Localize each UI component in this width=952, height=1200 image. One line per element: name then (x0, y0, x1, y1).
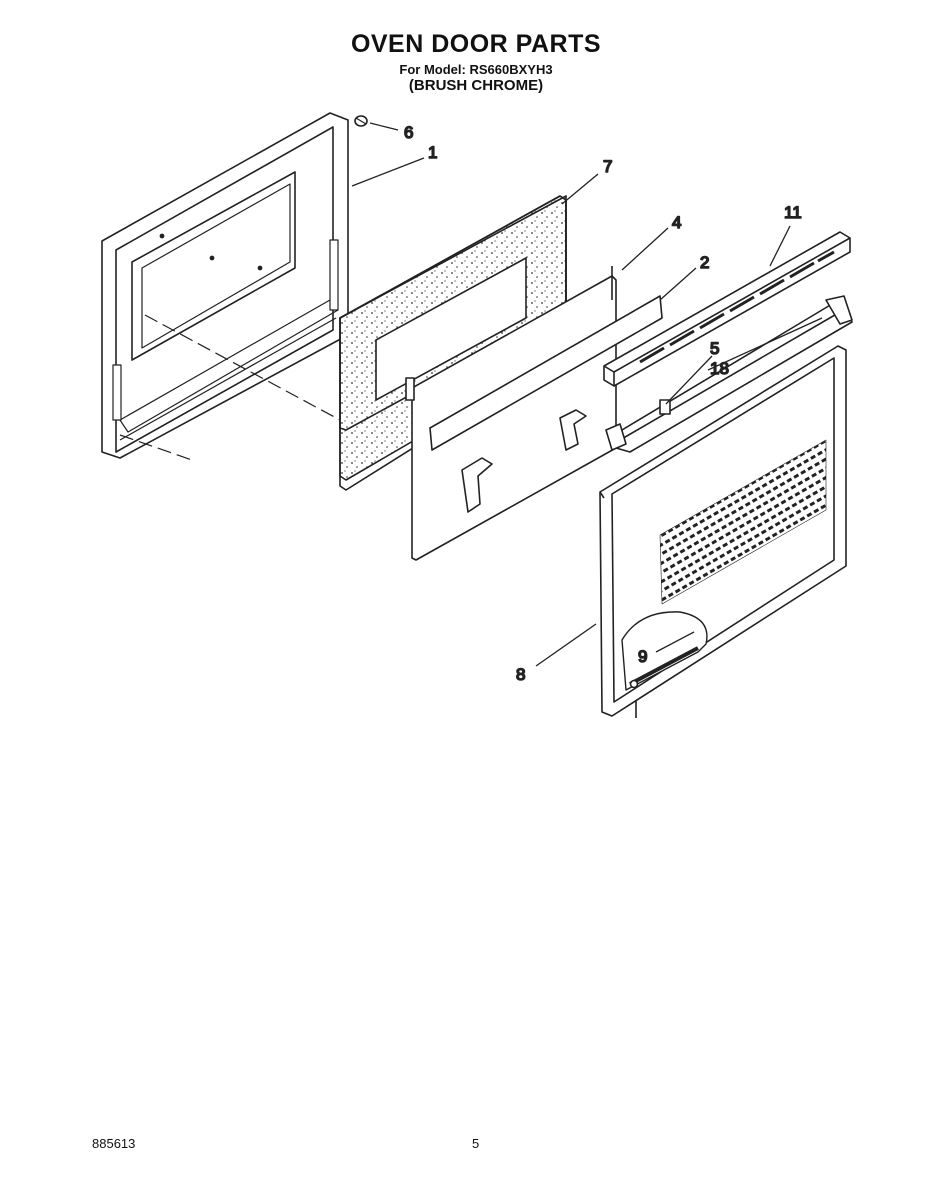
leader-7 (561, 173, 599, 205)
leader-lines (351, 122, 823, 667)
document-number: 885613 (92, 1136, 136, 1151)
leader-5 (665, 355, 713, 405)
part-2-glass-strip (429, 295, 663, 451)
part-8-door-back (599, 345, 847, 718)
callout-18: 18 (710, 359, 729, 378)
part-18-handle (605, 295, 853, 453)
page-title: OVEN DOOR PARTS (350, 30, 602, 58)
leader-6 (369, 122, 399, 131)
part-7-insulation (339, 195, 567, 491)
leader-4 (621, 227, 669, 271)
finish-line: (BRUSH CHROME) (408, 77, 544, 94)
page-number: 5 (472, 1136, 480, 1151)
part-5-clip (659, 399, 671, 415)
leader-9 (655, 631, 695, 653)
callout-11: 11 (784, 203, 802, 222)
callout-1: 1 (428, 143, 437, 162)
part-1-outer-door (101, 112, 349, 459)
part-6-screw (354, 115, 368, 127)
callout-6: 6 (404, 123, 413, 142)
callout-8: 8 (516, 665, 525, 684)
leader-8 (535, 623, 597, 667)
part-11-vent-trim (603, 231, 851, 387)
callout-2: 2 (700, 253, 709, 272)
leader-2 (659, 267, 697, 301)
callout-5: 5 (710, 339, 719, 358)
alignment-lines (119, 314, 341, 461)
model-line: For Model: RS660BXYH3 (399, 62, 553, 77)
callout-4: 4 (672, 213, 681, 232)
leader-11 (769, 225, 791, 267)
callout-7: 7 (603, 157, 612, 176)
leader-18 (707, 317, 823, 371)
leader-1 (351, 157, 425, 187)
callout-9: 9 (638, 647, 647, 666)
